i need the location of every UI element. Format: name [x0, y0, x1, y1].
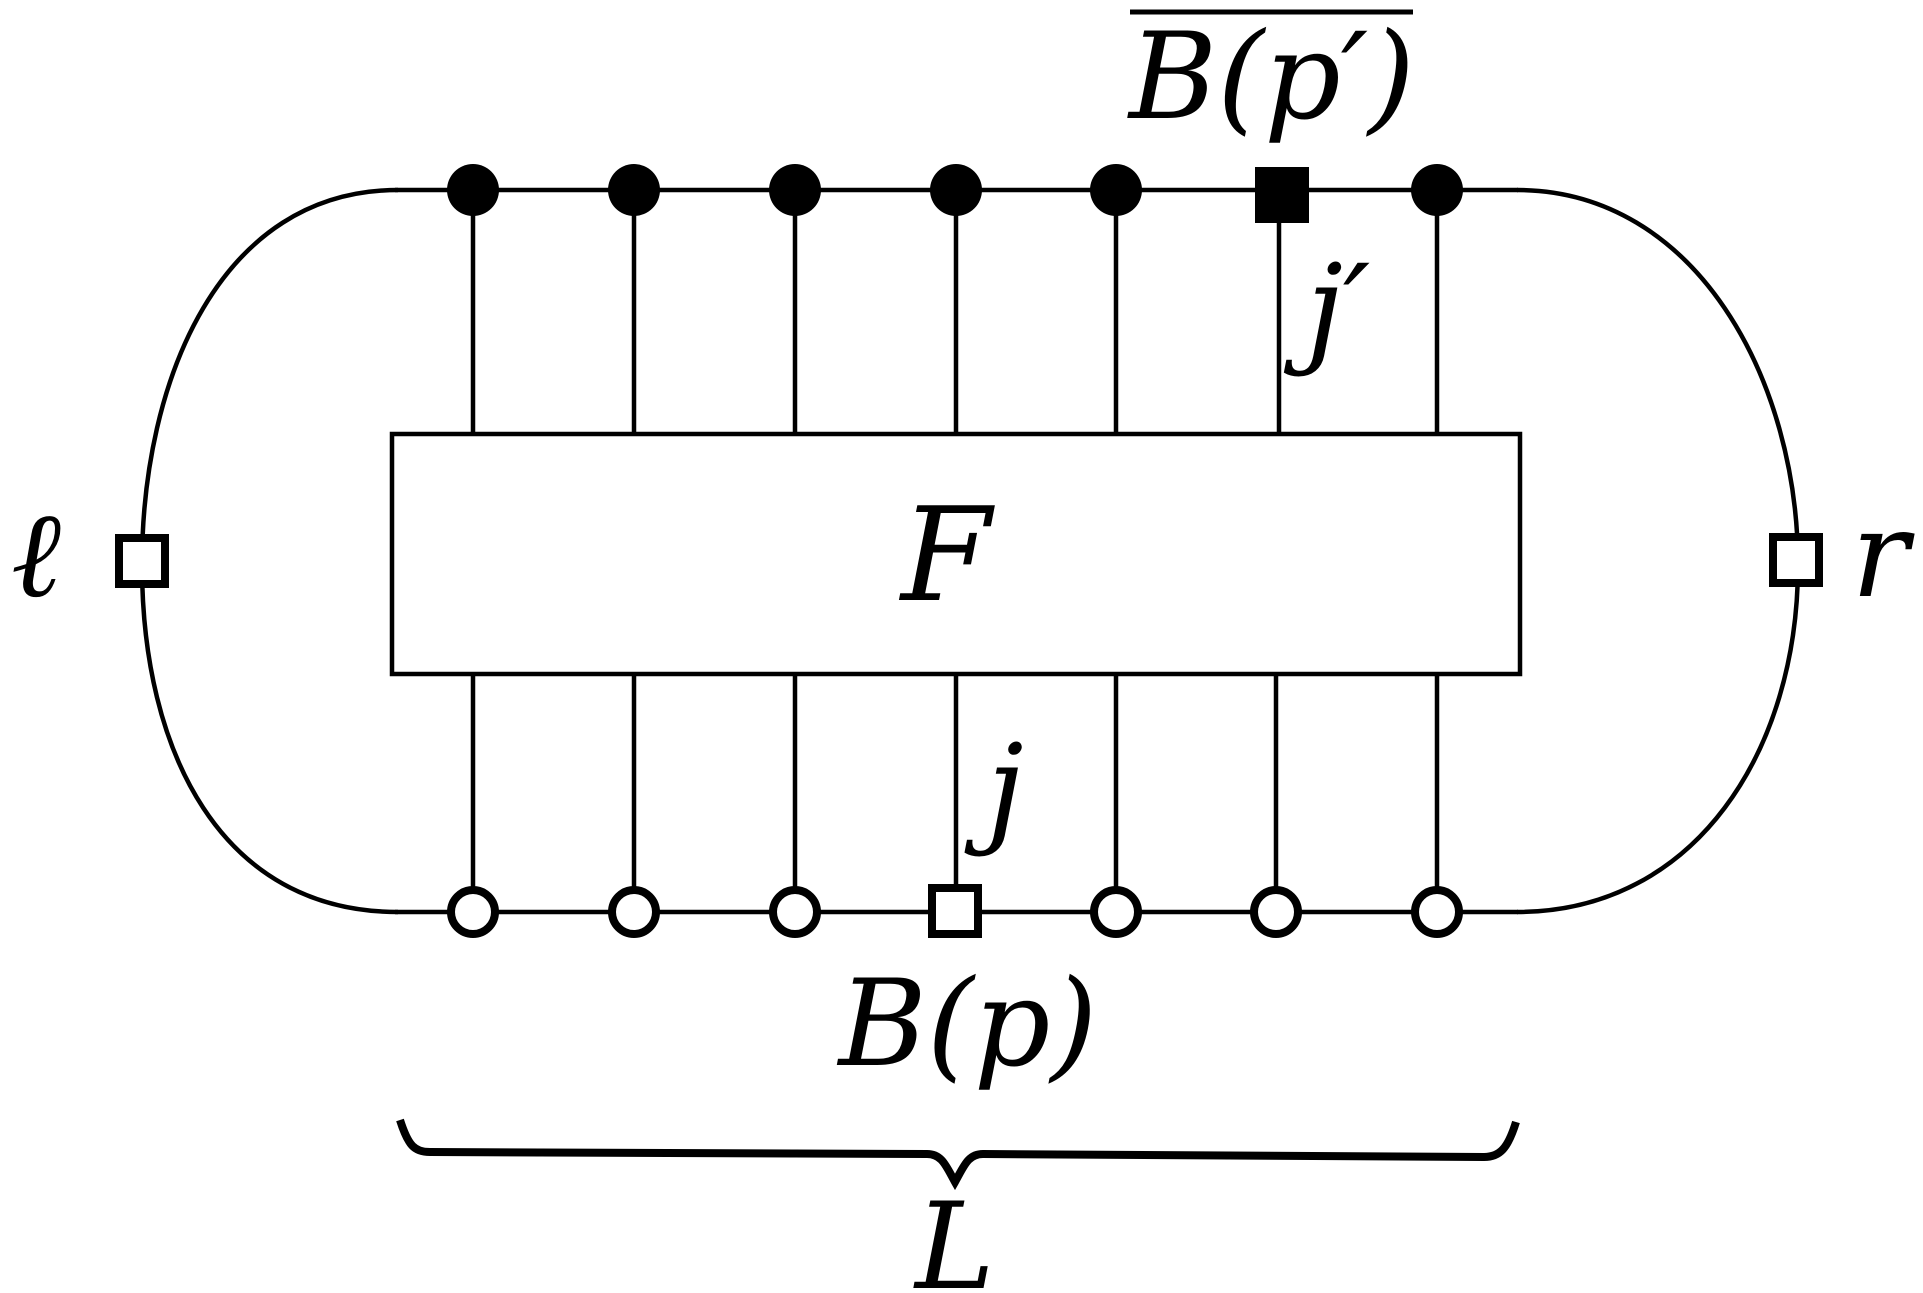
top-filled-circle-3 — [769, 164, 821, 216]
top-filled-circle-7 — [1411, 164, 1463, 216]
top-filled-square — [1255, 167, 1309, 223]
length-label: L — [913, 1178, 995, 1293]
top-filled-circle-5 — [1090, 164, 1142, 216]
left-boundary-square — [115, 534, 169, 588]
right-boundary-square — [1769, 533, 1823, 587]
bottom-open-circle-7 — [1411, 886, 1463, 938]
bottom-open-circle-6 — [1250, 886, 1302, 938]
top-filled-circle-1 — [447, 164, 499, 216]
right-boundary-label: r — [1851, 486, 1915, 625]
bottom-legs — [470, 674, 1440, 912]
top-site-label: B(p′) — [1127, 8, 1415, 147]
bottom-open-circle-1 — [447, 886, 499, 938]
left-boundary-arc — [139, 187, 399, 915]
f-box — [389, 431, 1523, 677]
f-box-label: F — [899, 479, 996, 631]
bottom-open-circle-5 — [1090, 886, 1142, 938]
bottom-open-square — [928, 884, 982, 938]
left-boundary-label: ℓ — [11, 486, 61, 625]
length-brace — [396, 1118, 1520, 1191]
bottom-index-label: j — [964, 720, 1023, 859]
right-boundary-arc — [1516, 187, 1801, 915]
bottom-open-circle-3 — [769, 886, 821, 938]
top-filled-circle-4 — [930, 164, 982, 216]
top-legs — [470, 190, 1440, 434]
bottom-open-circle-2 — [608, 886, 660, 938]
top-index-label: j′ — [1284, 240, 1370, 379]
bottom-site-label: B(p) — [837, 955, 1098, 1094]
top-filled-circle-2 — [608, 164, 660, 216]
